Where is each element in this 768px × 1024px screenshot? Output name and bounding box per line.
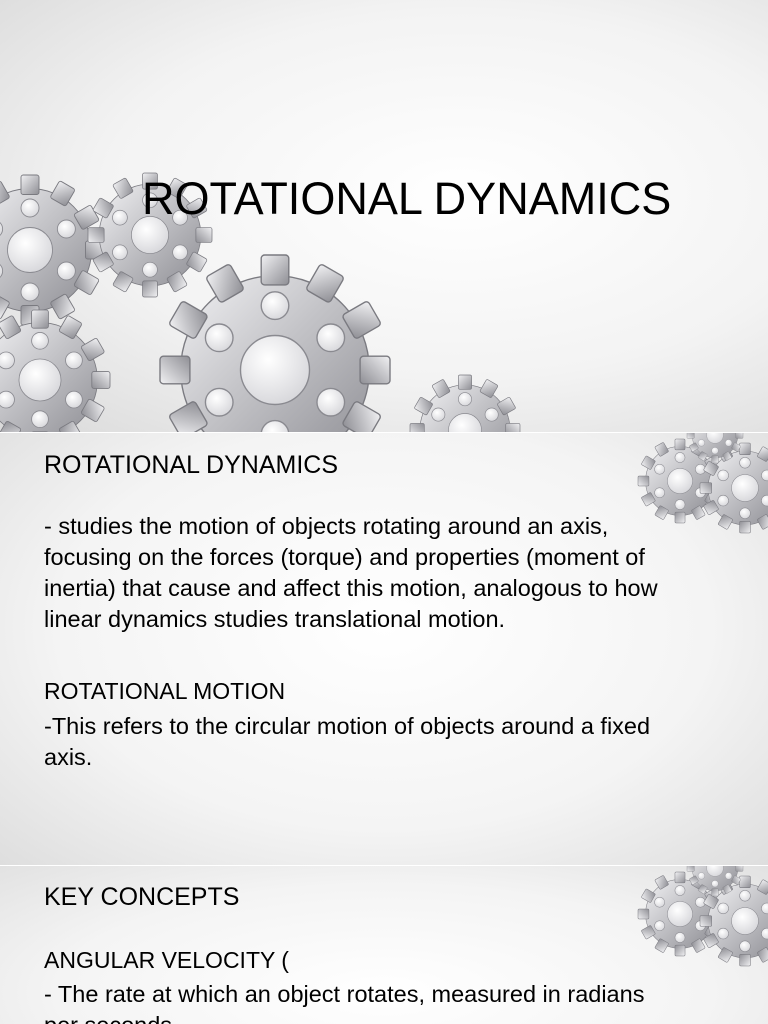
body-line: - The rate at which an object rotates, m… bbox=[44, 981, 645, 1007]
content-slide: ROTATIONAL DYNAMICS - studies the motion… bbox=[0, 433, 768, 865]
body-line: per seconds. bbox=[44, 1010, 179, 1024]
slide-title: ROTATIONAL DYNAMICS bbox=[142, 173, 672, 224]
content-slide: KEY CONCEPTS ANGULAR VELOCITY ( - The ra… bbox=[0, 866, 768, 1024]
body-line: focusing on the forces (torque) and prop… bbox=[44, 544, 645, 570]
gear-icon bbox=[637, 866, 768, 967]
sub-heading: ROTATIONAL MOTION bbox=[44, 678, 286, 704]
body-line: - studies the motion of objects rotating… bbox=[44, 513, 609, 539]
body-line: -This refers to the circular motion of o… bbox=[44, 713, 651, 739]
section-heading: KEY CONCEPTS bbox=[44, 883, 240, 911]
body-line: linear dynamics studies translational mo… bbox=[44, 606, 506, 632]
section-heading: ROTATIONAL DYNAMICS bbox=[44, 451, 339, 479]
body-line: inertia) that cause and affect this moti… bbox=[44, 575, 658, 601]
body-line: axis. bbox=[44, 744, 93, 770]
title-slide: ROTATIONAL DYNAMICS bbox=[0, 0, 768, 432]
gear-icon bbox=[637, 433, 768, 534]
sub-heading: ANGULAR VELOCITY ( bbox=[44, 947, 289, 973]
